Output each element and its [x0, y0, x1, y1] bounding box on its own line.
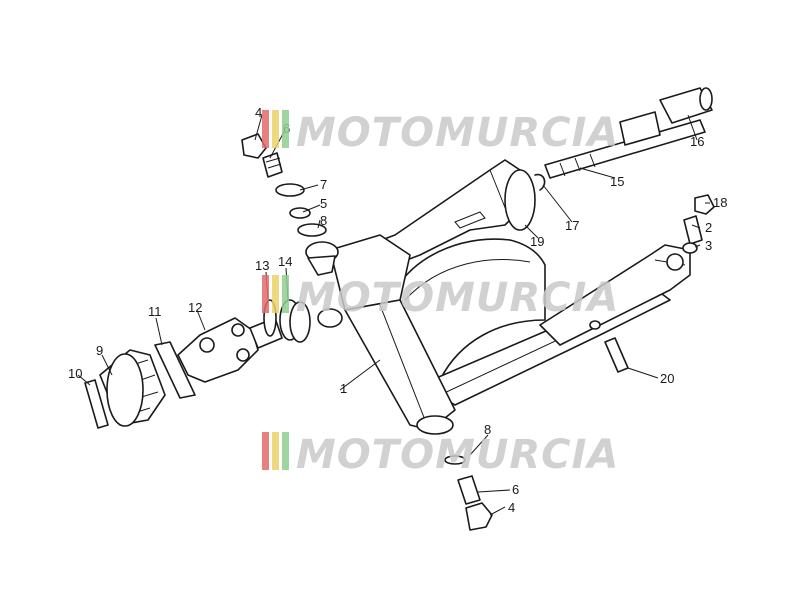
o-ring	[504, 169, 536, 231]
callout-14: 14	[278, 254, 292, 269]
watermark-text: MOTOMURCIA	[296, 110, 619, 156]
callout-15: 15	[610, 174, 624, 189]
callout-16: 16	[690, 134, 704, 149]
watermark-stripe-red	[262, 432, 269, 470]
watermark-middle: MOTOMURCIA	[262, 275, 619, 321]
bolt-2	[683, 215, 703, 245]
drive-shaft	[544, 111, 706, 179]
watermark-stripe-green	[282, 432, 289, 470]
callout-7: 7	[320, 177, 327, 192]
callout-12: 12	[188, 300, 202, 315]
callout-labels: 1 2 3 4 5 6 7 8 9 10 11 12 13 14 15 16 1…	[68, 105, 727, 515]
rubber-boot	[99, 349, 166, 427]
watermark-text: MOTOMURCIA	[296, 432, 619, 478]
watermark-bottom: MOTOMURCIA	[262, 432, 619, 478]
callout-17: 17	[565, 218, 579, 233]
upper-hardware	[241, 133, 327, 237]
callout-9: 9	[96, 343, 103, 358]
washer-3	[682, 242, 698, 254]
watermark-stripe-green	[282, 275, 289, 313]
callout-4-lower: 4	[508, 500, 515, 515]
watermark-text: MOTOMURCIA	[296, 275, 619, 321]
bolt-10	[84, 379, 109, 429]
callout-13: 13	[255, 258, 269, 273]
callout-10: 10	[68, 366, 82, 381]
circlip	[534, 173, 546, 191]
callout-3: 3	[705, 238, 712, 253]
callout-6-lower: 6	[512, 482, 519, 497]
callout-8: 8	[320, 213, 327, 228]
watermark-stripe-red	[262, 275, 269, 313]
bolt-20	[604, 337, 629, 373]
callout-11: 11	[148, 304, 162, 319]
watermark-top: MOTOMURCIA	[262, 110, 619, 156]
lower-hardware	[444, 455, 493, 531]
universal-joint	[177, 317, 283, 383]
callout-5: 5	[320, 196, 327, 211]
watermark-stripe-yellow	[272, 275, 279, 313]
cap-nut-18	[694, 194, 715, 215]
callout-4: 4	[255, 105, 262, 120]
callout-18: 18	[713, 195, 727, 210]
sleeve	[659, 87, 713, 124]
swing-arm	[305, 159, 691, 435]
watermark-stripe-yellow	[272, 432, 279, 470]
callout-19: 19	[530, 234, 544, 249]
clamp	[154, 341, 196, 399]
watermark-stripe-green	[282, 110, 289, 148]
callout-2: 2	[705, 220, 712, 235]
watermark-stripe-yellow	[272, 110, 279, 148]
watermark-stripe-red	[262, 110, 269, 148]
callout-1: 1	[340, 381, 347, 396]
callout-20: 20	[660, 371, 674, 386]
callout-8-lower: 8	[484, 422, 491, 437]
